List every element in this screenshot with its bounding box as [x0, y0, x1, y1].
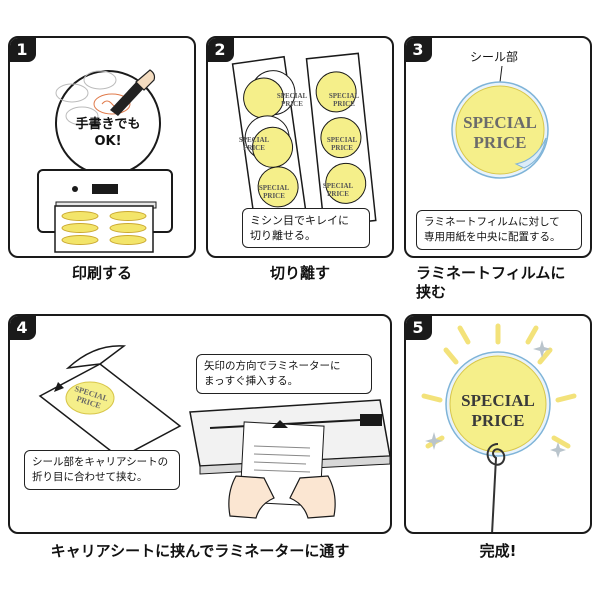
step-3-caption: ラミネートフィルムに 挟む: [416, 264, 566, 301]
label-oval: [55, 83, 89, 103]
step-4-caption: キャリアシートに挟んでラミネーターに通す: [50, 542, 350, 560]
step-5-panel: 5 SPECIAL PRICE: [404, 314, 592, 534]
printer-illustration: [37, 69, 173, 253]
step-2-note: ミシン目でキレイに 切り離せる。: [242, 208, 370, 248]
printer-button: [72, 186, 78, 192]
step-4-note-left: シール部をキャリアシートの 折り目に合わせて挟む。: [24, 450, 180, 490]
handwriting-ok-bubble: 手書きでも OK!: [75, 117, 141, 149]
printer-display: [92, 184, 118, 194]
lamination-illustration: SPECIAL PRICE: [451, 65, 549, 179]
sticker-text: SPECIAL: [323, 182, 354, 190]
sticker-text: PRICE: [327, 190, 349, 198]
seal-part-label: シール部: [470, 50, 519, 64]
sticker-text: SPECIAL: [277, 92, 308, 100]
sticker-text: PRICE: [474, 133, 527, 152]
sticker-text: PRICE: [472, 411, 525, 430]
step-number: 4: [10, 316, 36, 340]
sticker-text: SPECIAL: [461, 391, 535, 410]
sticker-disc: [449, 355, 547, 453]
sticker-text: PRICE: [243, 144, 265, 152]
finished-pop-illustration: SPECIAL PRICE: [421, 323, 577, 532]
sticker-disc: [455, 85, 545, 175]
step-3-panel: 3 シール部 SPECIAL PRICE ラミネートフィルムに対して 専用用紙を…: [404, 36, 592, 258]
pop-stand-wire: [486, 443, 506, 532]
step-3-note: ラミネートフィルムに対して 専用用紙を中央に配置する。: [416, 210, 582, 250]
hand-left: [228, 475, 275, 519]
sticker-text: SPECIAL: [463, 113, 537, 132]
laminator-control: [360, 414, 382, 426]
step-number: 5: [406, 316, 432, 340]
step-5-caption: 完成!: [479, 542, 517, 560]
sticker-text: PRICE: [263, 192, 285, 200]
film-peel: [514, 137, 547, 169]
insert-arrow-icon: [272, 420, 288, 428]
sticker-text: PRICE: [331, 144, 353, 152]
sticker-disc: [65, 381, 115, 415]
sparkle-icon: [425, 340, 566, 458]
label-oval: [93, 93, 131, 115]
marker-pen: [110, 80, 146, 116]
sticker-text: SPECIAL: [239, 136, 270, 144]
step-number: 1: [10, 38, 36, 62]
step-1-panel: 1 手書きでも OK!: [8, 36, 196, 258]
sticker-text: PRICE: [281, 100, 303, 108]
label-oval: [83, 70, 117, 90]
step-number: 3: [406, 38, 432, 62]
step-2-caption: 切り離す: [269, 264, 330, 282]
label-oval: [65, 106, 99, 126]
sticker-text: PRICE: [333, 100, 355, 108]
step-4-note-right: 矢印の方向でラミネーターに まっすぐ挿入する。: [196, 354, 372, 394]
sticker-text: SPECIAL: [327, 136, 358, 144]
step-1-caption: 印刷する: [71, 264, 132, 282]
step-number: 2: [208, 38, 234, 62]
hand-right: [289, 475, 336, 519]
sticker-text: SPECIAL: [259, 184, 290, 192]
carrier-sheet: [38, 363, 182, 459]
sticker-text: SPECIAL: [329, 92, 360, 100]
